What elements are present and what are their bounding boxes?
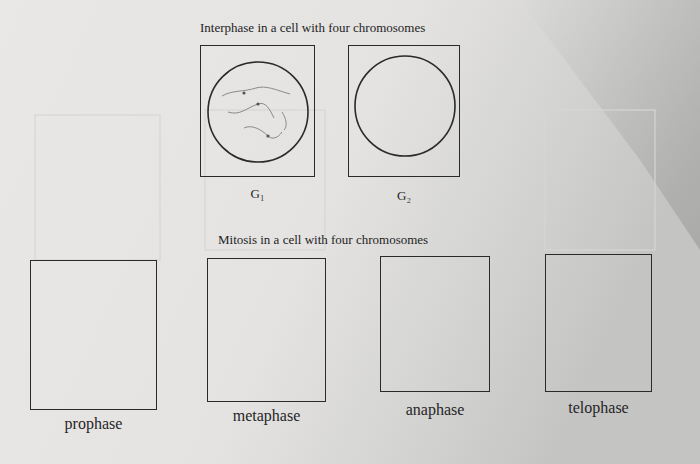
stage-box: G₂ [348, 45, 460, 177]
phase-label: anaphase [406, 401, 465, 419]
cell-membrane [355, 56, 455, 156]
phase-label: metaphase [233, 407, 301, 425]
section-heading: Interphase in a cell with four chromosom… [200, 20, 425, 36]
stage-box: anaphase [380, 256, 490, 392]
photo-shadow [520, 0, 700, 250]
faint-back-page [35, 110, 655, 260]
stage-box: metaphase [207, 258, 326, 402]
phase-label: prophase [65, 415, 123, 433]
centromeres [242, 91, 269, 137]
stage-box: prophase [30, 260, 157, 410]
stage-box: G₁ [200, 45, 315, 177]
phase-label: G₂ [397, 188, 411, 204]
phase-label: telophase [568, 399, 628, 417]
g1-cell [208, 62, 308, 162]
cell-membrane [208, 62, 308, 162]
section-heading: Mitosis in a cell with four chromosomes [218, 232, 428, 248]
chromatin [222, 87, 290, 138]
phase-label: G₁ [251, 186, 265, 202]
stage-box: telophase [545, 254, 652, 392]
